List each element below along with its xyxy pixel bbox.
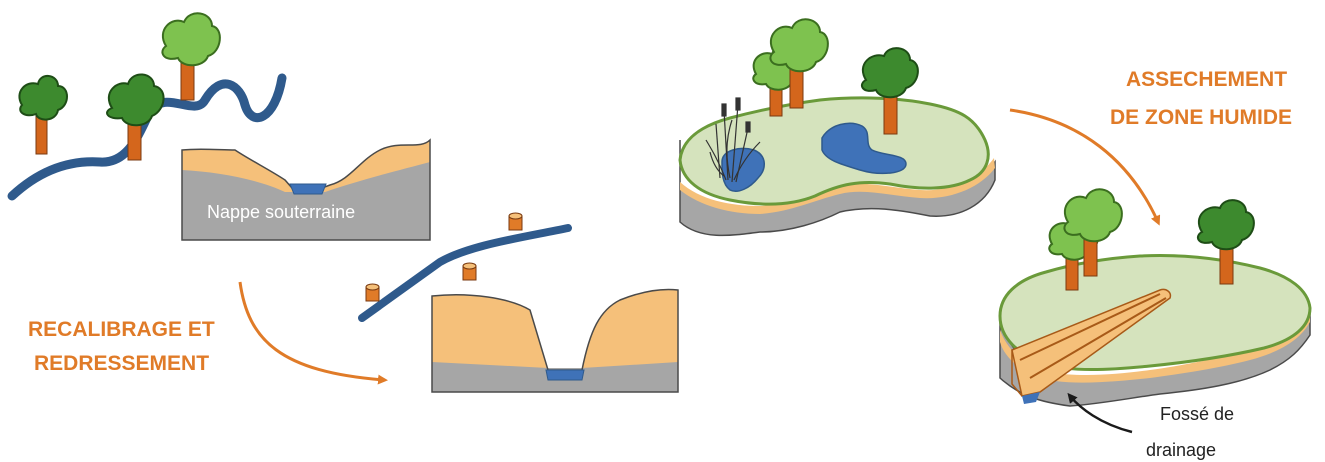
stump-icon <box>509 213 522 230</box>
stump-icon <box>366 284 379 301</box>
recalibrage-label-2: REDRESSEMENT <box>34 352 209 375</box>
assechement-label-2: DE ZONE HUMIDE <box>1110 106 1292 129</box>
stump-icon <box>463 263 476 280</box>
fosse-label-2: drainage <box>1146 440 1216 460</box>
wetland-panel <box>680 19 995 235</box>
natural-river-panel: Nappe souterraine <box>12 13 430 240</box>
natural-cross-section: Nappe souterraine <box>182 140 430 240</box>
channel-water <box>546 370 584 380</box>
channel-cross-section <box>432 289 678 392</box>
fosse-label-1: Fossé de <box>1160 404 1234 424</box>
nappe-label: Nappe souterraine <box>207 202 355 222</box>
drained-panel: Fossé de drainage <box>1000 189 1310 460</box>
stream-water <box>290 184 326 194</box>
tree-icon <box>19 76 67 154</box>
recalibrage-label-1: RECALIBRAGE ET <box>28 318 215 341</box>
assechement-label-1: ASSECHEMENT <box>1126 68 1287 91</box>
arrow-icon <box>240 282 384 380</box>
tree-icon <box>107 74 164 160</box>
